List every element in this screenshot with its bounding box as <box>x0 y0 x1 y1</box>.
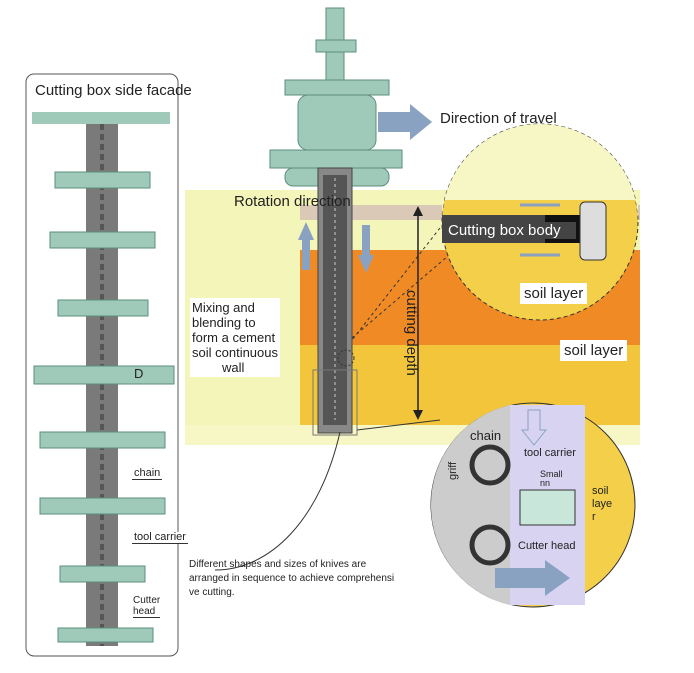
tool-carrier-label: tool carrier <box>132 531 188 544</box>
cutter-head-line: Cutter <box>133 595 161 606</box>
cutting-box-body-label: Cutting box body <box>448 222 576 239</box>
zoom-small-line: Small <box>540 469 563 479</box>
zoom-soil-layer-label: soil layer <box>520 283 588 304</box>
mixing-line: soil continuous <box>192 345 278 360</box>
zoom-soil-line: r <box>592 511 596 523</box>
direction-of-travel-label: Direction of travel <box>440 110 557 127</box>
zoom-soil-line: soil <box>592 485 609 497</box>
knives-line: ve cutting. <box>189 587 235 598</box>
zoom-tool-carrier-label: tool carrier <box>524 447 576 459</box>
zoom-cutter-head-label: Cutter head <box>518 540 576 552</box>
d-mark: D <box>134 366 144 381</box>
mixing-line: form a cement <box>192 330 276 345</box>
zoom-soil-label: soil laye r <box>592 485 612 524</box>
knives-text: Different shapes and sizes of knives are… <box>189 558 394 600</box>
cutting-depth-label: cutting depth <box>403 290 420 376</box>
soil-layer-label: soil layer <box>560 340 628 361</box>
mixing-line: wall <box>222 360 245 375</box>
knives-line: Different shapes and sizes of knives are <box>189 559 367 570</box>
zoom-chain-label: chain <box>470 428 502 443</box>
zoom-soil-line: laye <box>592 498 613 510</box>
machine-head <box>284 79 390 96</box>
chain-label: chain <box>132 467 163 480</box>
cutter-head-line: head <box>133 606 156 617</box>
mixing-line: blending to <box>192 315 256 330</box>
zoom-griff-label: griff <box>447 461 459 480</box>
cutter-head-label: Cutter head <box>133 595 161 618</box>
knives-line: arranged in sequence to achieve comprehe… <box>189 573 395 584</box>
zoom-small-line: nn <box>540 478 551 488</box>
rotation-direction-label: Rotation direction <box>234 193 351 210</box>
zoom-small-label: Small nn <box>540 470 563 488</box>
travel-arrow <box>378 104 432 140</box>
mixing-text: Mixing and blending to form a cement soi… <box>190 298 280 377</box>
mixing-line: Mixing and <box>192 300 255 315</box>
side-facade-title: Cutting box side facade <box>35 82 192 99</box>
